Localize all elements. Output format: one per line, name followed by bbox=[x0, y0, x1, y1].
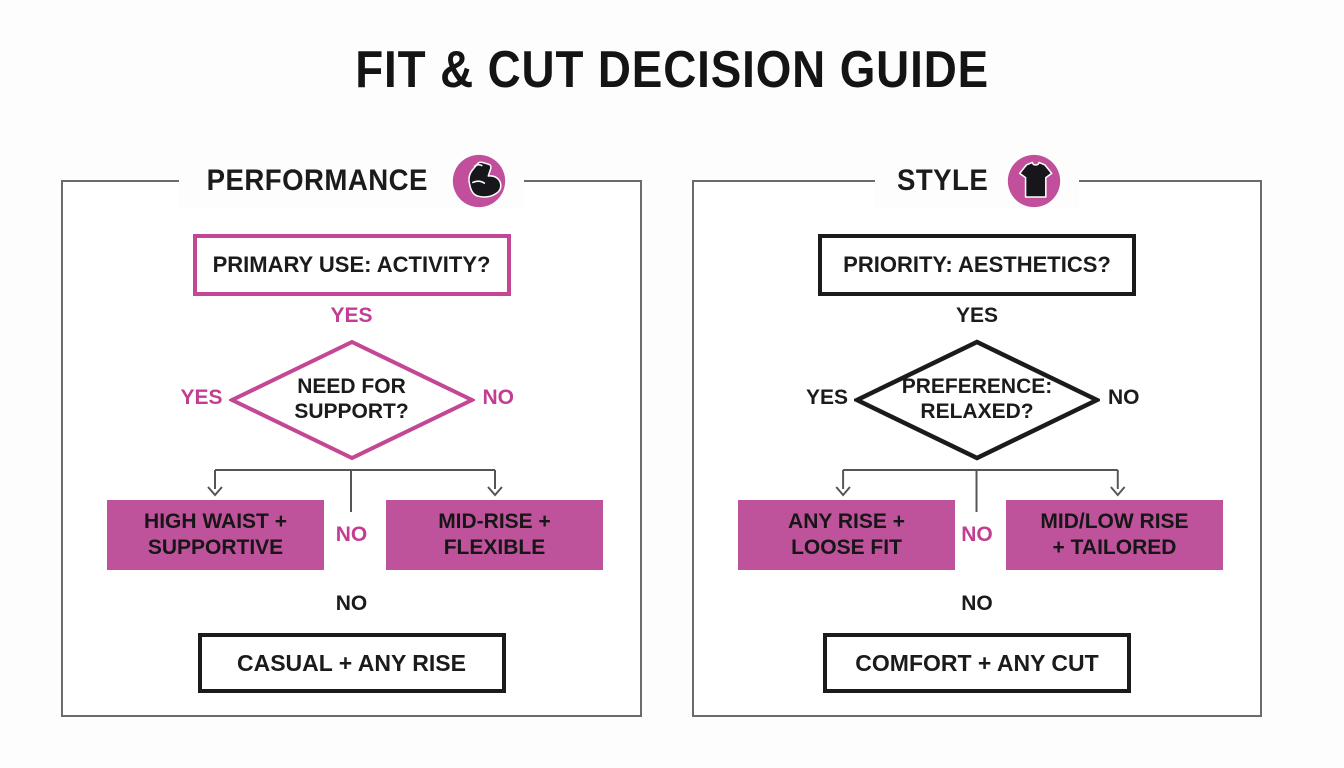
style-panel-title: STYLE bbox=[897, 164, 989, 197]
style-decision-diamond: PREFERENCE: RELAXED? bbox=[854, 339, 1100, 461]
style-fallback-box: COMFORT + ANY CUT bbox=[823, 633, 1131, 693]
style-branch-arrows bbox=[835, 469, 1126, 512]
style-branch-no-label: NO bbox=[961, 592, 993, 615]
performance-panel-header: PERFORMANCE bbox=[63, 154, 640, 208]
style-question-box: PRIORITY: AESTHETICS? bbox=[818, 234, 1136, 296]
page-title: FIT & CUT DECISION GUIDE bbox=[0, 40, 1344, 100]
performance-panel: PERFORMANCE PRIMARY USE: ACTIVITY? YES N… bbox=[61, 154, 642, 717]
style-panel: STYLE PRIORITY: AESTHETICS? YES PREFEREN… bbox=[692, 154, 1262, 717]
performance-decision-diamond: NEED FOR SUPPORT? bbox=[228, 339, 475, 461]
style-header-inner: STYLE bbox=[875, 154, 1079, 208]
style-panel-header: STYLE bbox=[694, 154, 1260, 208]
style-result-yes-box: ANY RISE + LOOSE FIT bbox=[738, 500, 955, 570]
performance-fallback-box: CASUAL + ANY RISE bbox=[197, 633, 506, 693]
performance-result-yes-box: HIGH WAIST + SUPPORTIVE bbox=[107, 500, 324, 570]
style-diamond-yes-label: YES bbox=[805, 386, 848, 409]
performance-header-inner: PERFORMANCE bbox=[179, 154, 524, 208]
style-diamond-no-label: NO bbox=[1108, 386, 1140, 409]
tshirt-icon bbox=[1007, 154, 1060, 208]
performance-result-no-box: MID-RISE + FLEXIBLE bbox=[386, 500, 603, 570]
performance-diamond-no-label: NO bbox=[482, 386, 515, 409]
style-diamond-question: PREFERENCE: RELAXED? bbox=[901, 375, 1053, 423]
style-result-no-box: MID/LOW RISE + TAILORED bbox=[1006, 500, 1223, 570]
performance-question-box: PRIMARY USE: ACTIVITY? bbox=[192, 234, 511, 296]
performance-diamond-yes-label: YES bbox=[180, 386, 223, 409]
style-middle-no-label: NO bbox=[961, 523, 993, 546]
performance-branch-no-label: NO bbox=[335, 592, 368, 615]
diamond-shape bbox=[228, 339, 475, 461]
diamond-shape bbox=[854, 339, 1100, 461]
performance-middle-no-label: NO bbox=[335, 523, 368, 546]
performance-panel-title: PERFORMANCE bbox=[206, 164, 429, 197]
performance-diamond-question: NEED FOR SUPPORT? bbox=[294, 375, 409, 423]
style-branch-yes-label: YES bbox=[955, 304, 999, 327]
page-title-text: FIT & CUT DECISION GUIDE bbox=[355, 41, 989, 99]
bicep-icon bbox=[452, 154, 505, 208]
performance-branch-yes-label: YES bbox=[330, 304, 373, 327]
performance-branch-arrows bbox=[207, 469, 503, 512]
